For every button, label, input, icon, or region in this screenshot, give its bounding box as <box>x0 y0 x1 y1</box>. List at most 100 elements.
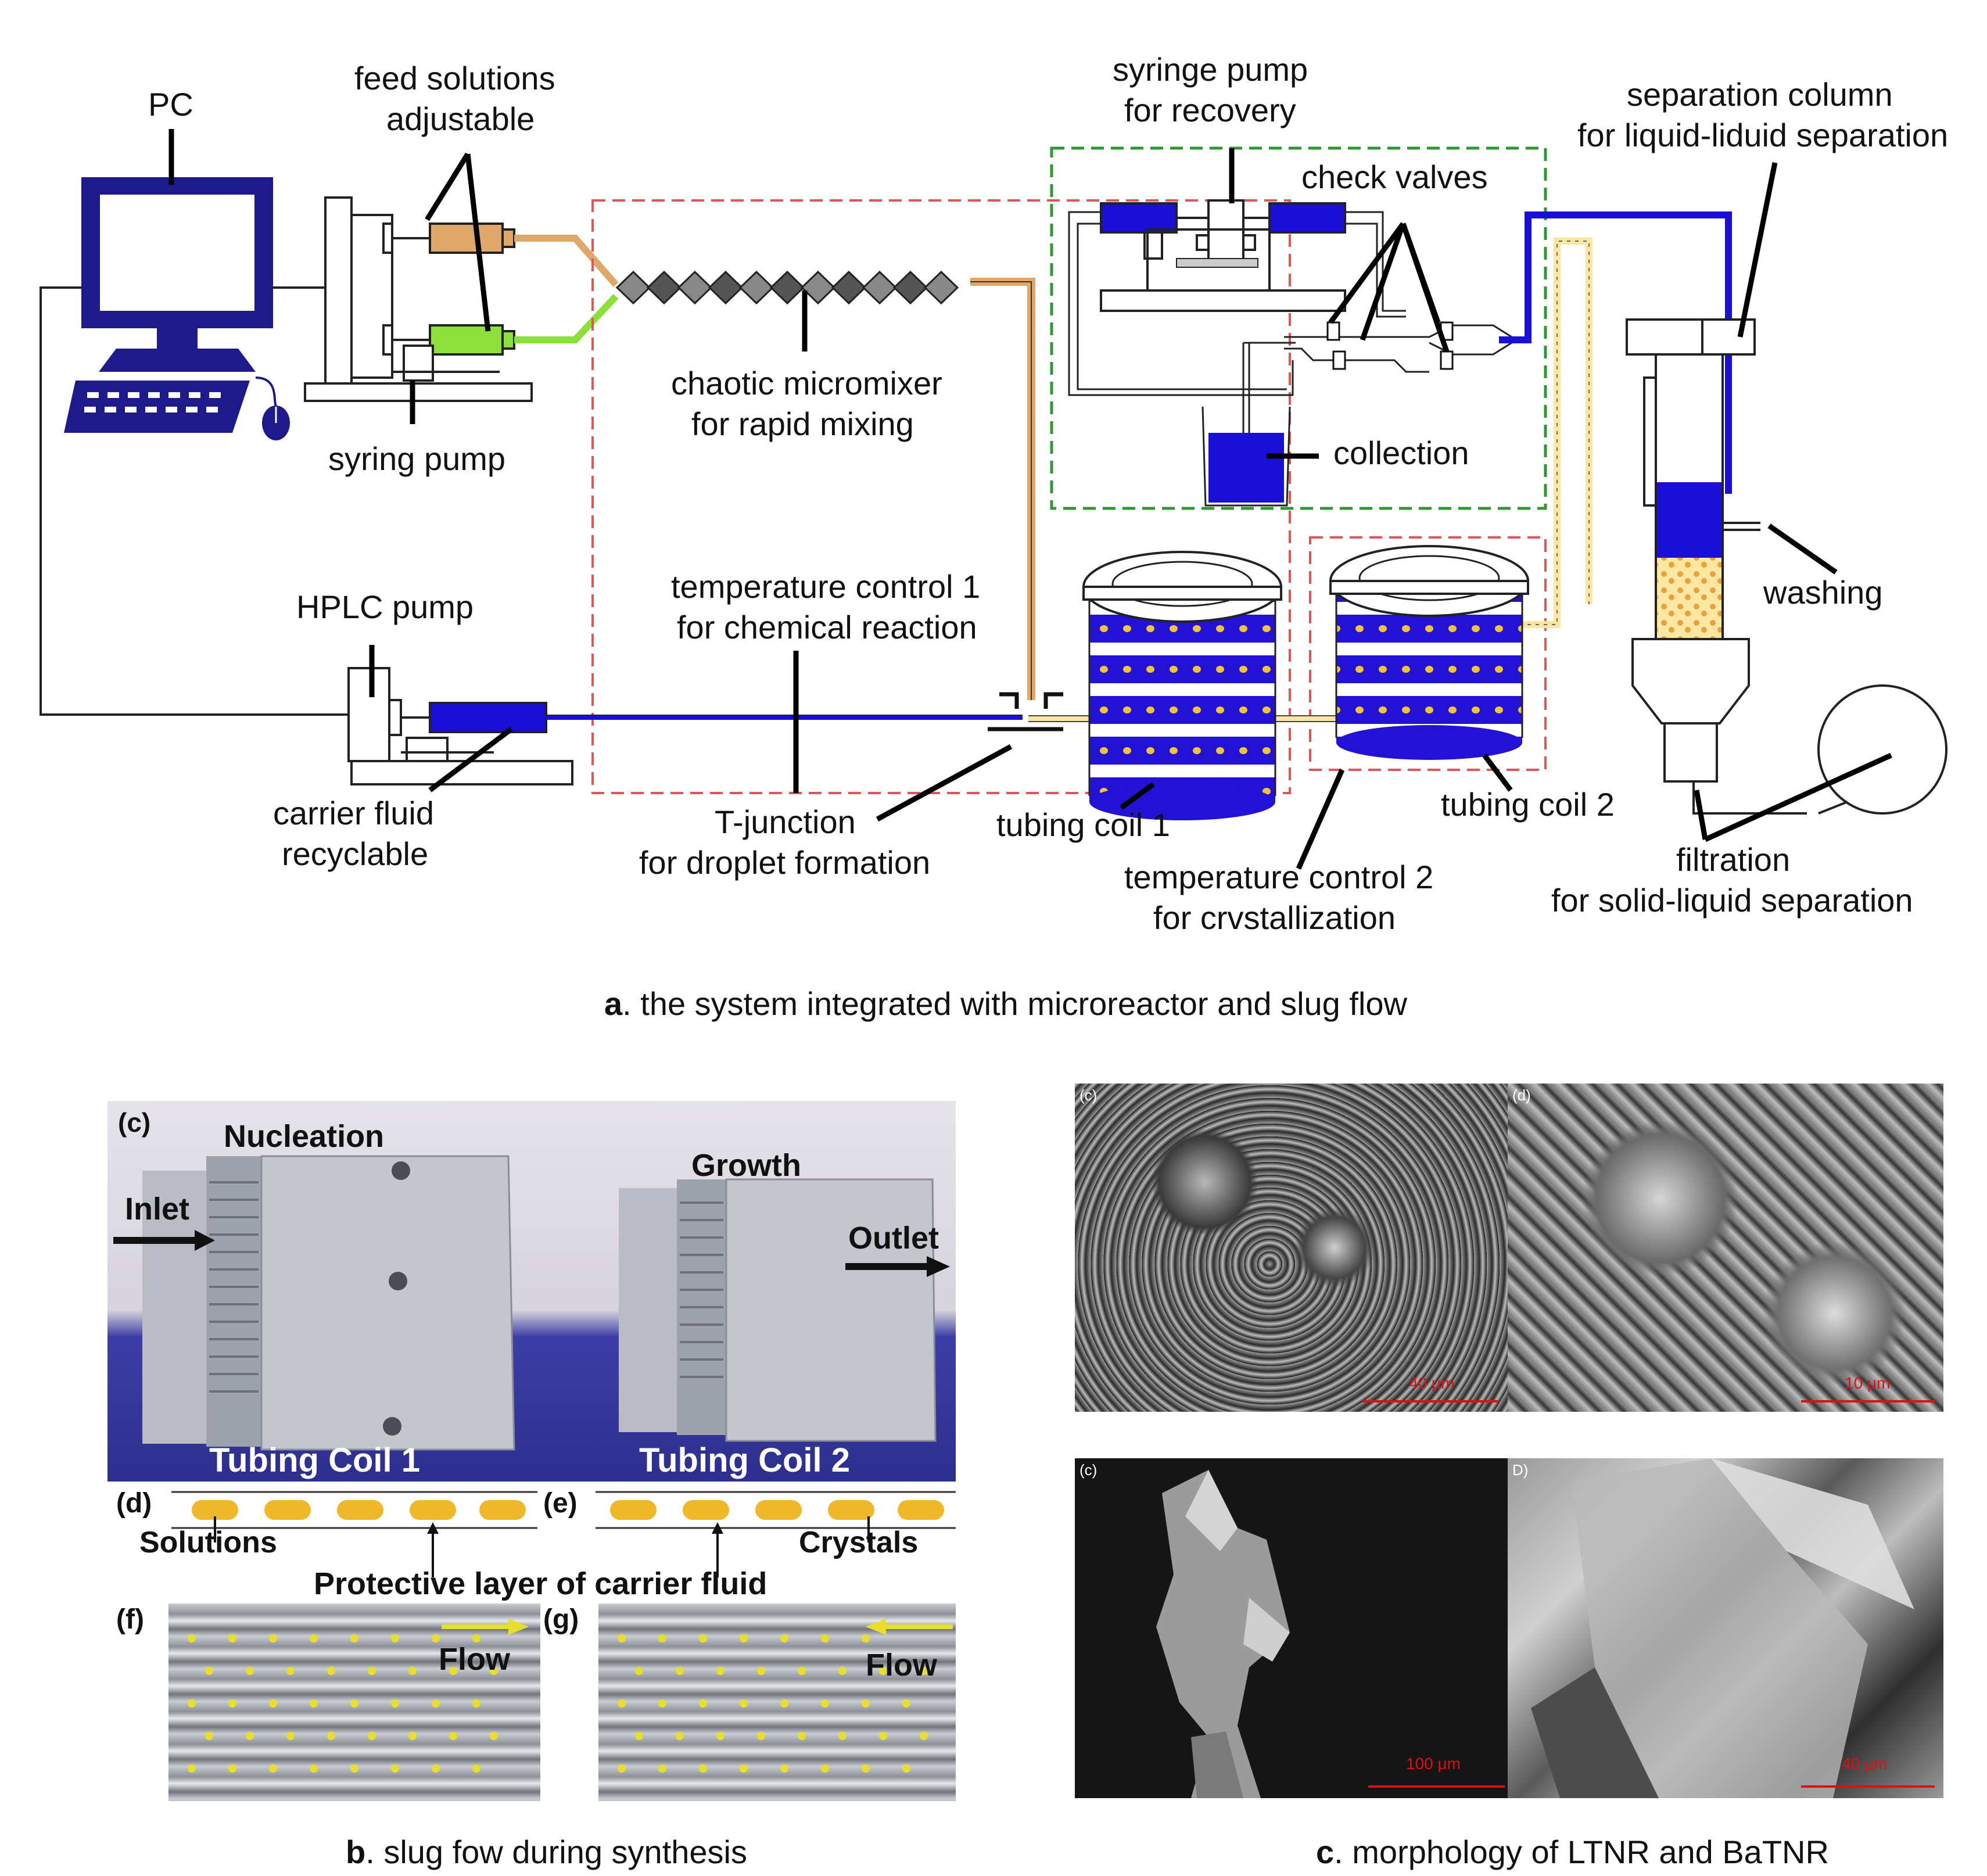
sem-3-crystal <box>1156 1470 1290 1798</box>
reactor-photo: (c) Nucleation Growth Inlet Outlet Tubin… <box>107 1101 956 1482</box>
recovery-syringe-pump <box>1100 199 1346 312</box>
micromixer-element <box>677 270 713 305</box>
feed-syringe-pump <box>304 196 533 402</box>
photo-coil-2-label: Tubing Coil 2 <box>639 1441 850 1479</box>
hplc-pump <box>347 667 573 785</box>
separation-column-label-1: separation column <box>1627 76 1893 113</box>
sem-2-scale-bar <box>1801 1400 1935 1402</box>
tag-d: (d) <box>116 1488 152 1519</box>
collection-beaker <box>1201 406 1291 507</box>
protective-layer-label: Protective layer of carrier fluid <box>314 1566 767 1601</box>
recovery-tubing <box>1068 211 1518 442</box>
sem-2-scale: 10 μm <box>1845 1374 1891 1392</box>
sem-3-scale: 100 μm <box>1406 1755 1461 1773</box>
collection-label: collection <box>1333 435 1469 471</box>
growth-label: Growth <box>691 1148 801 1183</box>
panel-c-caption-text: . morphology of LTNR and BaTNR <box>1334 1834 1829 1870</box>
t-junction-label-1: T-junction <box>715 804 856 840</box>
tubing-coil-2-label: tubing coil 2 <box>1441 786 1615 823</box>
carrier-fluid-label-2: recyclable <box>282 835 429 872</box>
temperature-control-2-box <box>1309 536 1547 771</box>
sem-image-3 <box>1075 1458 1508 1798</box>
tag-e: (e) <box>543 1488 578 1519</box>
crystals-label: Crystals <box>799 1526 919 1559</box>
slug-photo-g-droplets <box>618 1619 953 1773</box>
separation-column-label-2: for liquid-liduid separation <box>1577 117 1949 153</box>
sem-3-scale-bar <box>1368 1785 1505 1788</box>
sem-1-corner: (c) <box>1079 1086 1097 1104</box>
system-schematic <box>40 129 1947 870</box>
slug-photo-f-droplets <box>188 1619 529 1773</box>
slug-photo-f <box>168 1604 540 1801</box>
slug-photo-g <box>598 1604 956 1801</box>
sem-image-4 <box>1508 1458 1943 1798</box>
panel-a-caption: a. the system integrated with microreact… <box>604 985 1407 1023</box>
recovery-box <box>1050 146 1547 510</box>
sem-4-scale: 40 μm <box>1842 1755 1888 1773</box>
temperature-control-1-label-2: for chemical reaction <box>677 609 977 645</box>
micromixer-element <box>769 270 805 305</box>
sem-1-scale: 40 μm <box>1409 1374 1455 1392</box>
sem-3-corner: (c) <box>1079 1461 1097 1479</box>
filtration-label-1: filtration <box>1676 841 1791 878</box>
solutions-label: Solutions <box>139 1526 277 1559</box>
slug-schematic <box>171 1491 956 1577</box>
slug-flow-tube <box>1028 238 1593 722</box>
pc-signal-wires <box>40 286 349 716</box>
panel-a-caption-text: . the system integrated with microreacto… <box>622 985 1407 1022</box>
t-junction <box>988 692 1063 731</box>
label-leader-lines <box>168 129 1892 870</box>
check-valves-label: check valves <box>1301 159 1488 195</box>
micromixer-element <box>738 270 774 305</box>
panel-b-caption-text: . slug fow during synthesis <box>365 1834 747 1870</box>
tag-g: (g) <box>543 1604 579 1635</box>
blue-outlet-tube <box>1499 211 1732 494</box>
chaotic-micromixer <box>615 270 959 305</box>
reactor-photo-drawing <box>113 1155 950 1451</box>
separation-column <box>1626 318 1947 815</box>
tag-f: (f) <box>116 1604 144 1635</box>
t-junction-label-2: for droplet formation <box>639 844 931 881</box>
micromixer-element <box>862 270 898 305</box>
feed-solutions-label-1: feed solutions <box>354 60 555 96</box>
flow-label-f: Flow <box>439 1642 510 1677</box>
panel-c-caption-letter: c <box>1316 1834 1335 1870</box>
hplc-pump-label: HPLC pump <box>296 589 474 625</box>
mixed-solution-tube <box>970 278 1035 700</box>
feed-solutions-label-2: adjustable <box>386 101 535 137</box>
micromixer-label-2: for rapid mixing <box>691 406 914 442</box>
tubing-coil-1 <box>1082 551 1282 820</box>
photo-tag-c: (c) <box>118 1107 151 1138</box>
sem-2-corner: (d) <box>1512 1086 1531 1104</box>
temperature-control-1-box <box>591 199 1291 794</box>
washing-label: washing <box>1763 574 1883 611</box>
micromixer-element <box>646 270 682 305</box>
sem-4-crystal <box>1531 1458 1914 1798</box>
micromixer-element <box>831 270 867 305</box>
outlet-label: Outlet <box>848 1221 939 1256</box>
sem-1-scale-bar <box>1362 1400 1499 1402</box>
inlet-label: Inlet <box>125 1192 190 1226</box>
micromixer-element <box>892 270 928 305</box>
panel-b-caption: b. slug fow during synthesis <box>346 1833 747 1871</box>
nucleation-label: Nucleation <box>224 1119 385 1154</box>
filtration-label-2: for solid-liquid separation <box>1551 882 1913 919</box>
micromixer-label-1: chaotic micromixer <box>671 365 942 401</box>
pc-computer <box>64 177 290 440</box>
orange-feed-tube <box>514 235 619 287</box>
panel-a-caption-letter: a <box>604 985 623 1022</box>
temperature-control-1-label-1: temperature control 1 <box>671 568 981 605</box>
carrier-fluid-label-1: carrier fluid <box>273 795 434 831</box>
photo-coil-1-label: Tubing Coil 1 <box>209 1441 420 1479</box>
temperature-control-2-label-2: for crvstallization <box>1153 899 1396 936</box>
tubing-coil-2 <box>1329 545 1529 760</box>
recovery-label-2: for recovery <box>1124 92 1296 128</box>
tubing-coil-1-label: tubing coil 1 <box>996 806 1170 843</box>
panel-b-caption-letter: b <box>346 1834 366 1870</box>
sem-4-scale-bar <box>1801 1785 1935 1788</box>
micromixer-element <box>708 270 744 305</box>
pc-label: PC <box>148 86 193 123</box>
recovery-label-1: syringe pump <box>1113 51 1308 88</box>
micromixer-element <box>615 270 651 305</box>
